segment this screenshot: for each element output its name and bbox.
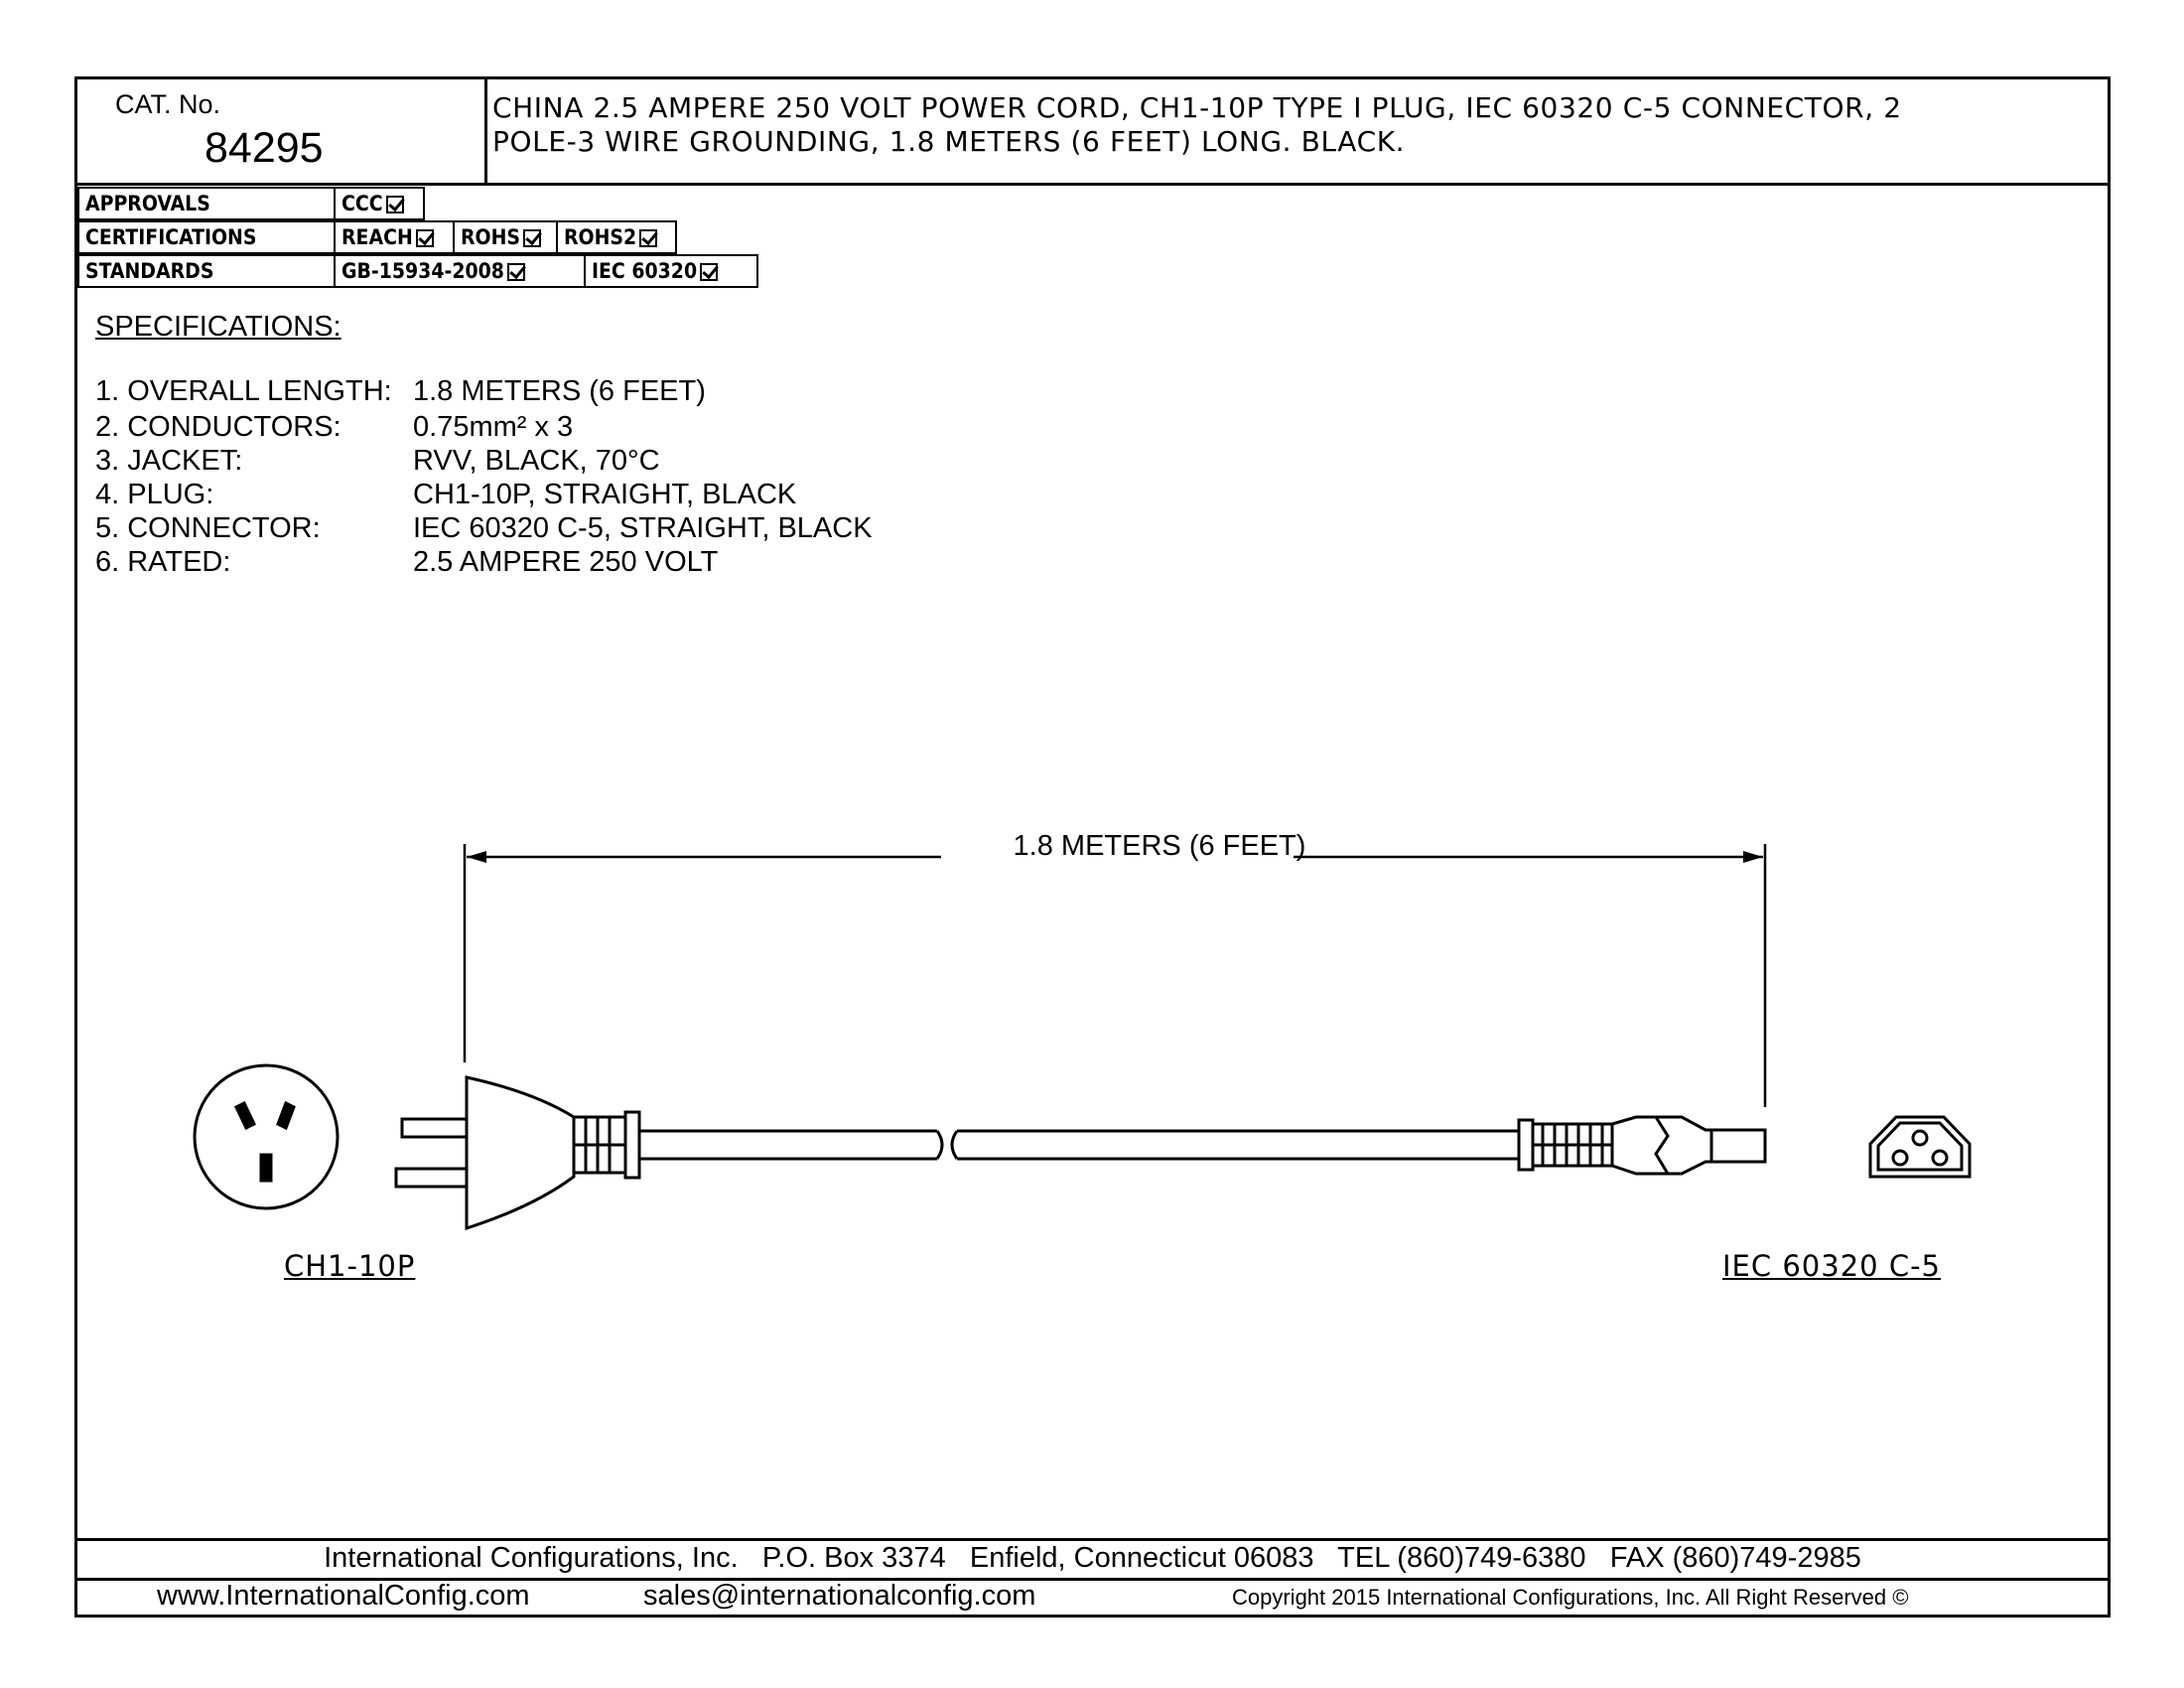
- website-link[interactable]: www.InternationalConfig.com: [157, 1580, 530, 1612]
- standard-gb: GB-15934-2008: [334, 254, 586, 288]
- cert-reach: REACH: [334, 220, 455, 254]
- plug-face-icon: [193, 1063, 340, 1210]
- approval-ccc: CCC: [334, 187, 425, 220]
- cert-rohs2: ROHS2: [556, 220, 677, 254]
- header-divider: [484, 79, 487, 184]
- cable: [639, 1129, 1519, 1161]
- spec-row: 4. PLUG: CH1-10P, STRAIGHT, BLACK: [95, 479, 796, 511]
- dimension-label: 1.8 METERS (6 FEET): [951, 830, 1368, 863]
- cert-rohs2-text: ROHS2: [564, 225, 637, 249]
- approval-ccc-text: CCC: [341, 192, 383, 215]
- cert-reach-text: REACH: [341, 225, 413, 249]
- checkbox-icon: [415, 229, 434, 247]
- approvals-label: APPROVALS: [77, 187, 336, 220]
- spec-row: 2. CONDUCTORS: 0.75mm² x 3: [95, 411, 573, 444]
- spec-value: 1.8 METERS (6 FEET): [413, 375, 706, 407]
- checkbox-icon: [506, 263, 525, 281]
- spec-label: 3. JACKET:: [95, 445, 243, 477]
- arrow-right-icon: [1743, 851, 1763, 863]
- description-line-2: POLE-3 WIRE GROUNDING, 1.8 METERS (6 FEE…: [492, 125, 1406, 158]
- standard-iec-text: IEC 60320: [592, 259, 698, 283]
- dimension-line: [463, 844, 1767, 1107]
- spec-label: 5. CONNECTOR:: [95, 512, 321, 544]
- spec-label: 6. RATED:: [95, 546, 231, 578]
- cat-number: 84295: [205, 124, 324, 172]
- specifications-heading: SPECIFICATIONS:: [95, 311, 341, 343]
- cert-rohs-text: ROHS: [461, 225, 521, 249]
- checkbox-icon: [639, 229, 658, 247]
- arrow-left-icon: [467, 851, 486, 863]
- standards-label: STANDARDS: [77, 254, 336, 288]
- standard-iec: IEC 60320: [584, 254, 758, 288]
- checkbox-icon: [700, 263, 719, 281]
- footer-top-rule: [77, 1538, 2108, 1541]
- cat-label: CAT. No.: [115, 89, 221, 119]
- header-bottom-rule: [77, 183, 2108, 186]
- description-line-1: CHINA 2.5 AMPERE 250 VOLT POWER CORD, CH…: [492, 91, 1902, 124]
- checkbox-icon: [385, 196, 404, 213]
- spec-row: 6. RATED: 2.5 AMPERE 250 VOLT: [95, 546, 718, 579]
- checkbox-icon: [523, 229, 542, 247]
- email-link[interactable]: sales@internationalconfig.com: [643, 1580, 1036, 1612]
- copyright: Copyright 2015 International Configurati…: [1232, 1585, 1909, 1610]
- spec-row: 3. JACKET: RVV, BLACK, 70°C: [95, 445, 660, 478]
- spec-row: 1. OVERALL LENGTH: 1.8 METERS (6 FEET): [95, 375, 706, 408]
- cert-rohs: ROHS: [453, 220, 558, 254]
- plug-body: [394, 1075, 641, 1231]
- connector-body: [1517, 1115, 1767, 1176]
- spec-value: 2.5 AMPERE 250 VOLT: [413, 546, 719, 578]
- drawing-sheet: CAT. No. 84295 CHINA 2.5 AMPERE 250 VOLT…: [74, 76, 2111, 1618]
- cord-drawing: [193, 844, 1972, 1231]
- spec-row: 5. CONNECTOR: IEC 60320 C-5, STRAIGHT, B…: [95, 512, 873, 545]
- plug-label: CH1-10P: [284, 1249, 416, 1283]
- certifications-label: CERTIFICATIONS: [77, 220, 336, 254]
- spec-value: 0.75mm² x 3: [413, 411, 574, 443]
- footer-middle-rule: [77, 1578, 2108, 1581]
- spec-value: IEC 60320 C-5, STRAIGHT, BLACK: [413, 512, 873, 544]
- spec-label: 2. CONDUCTORS:: [95, 411, 341, 443]
- spec-label: 4. PLUG:: [95, 479, 214, 510]
- company-address: International Configurations, Inc. P.O. …: [324, 1542, 1861, 1574]
- connector-face-icon: [1868, 1115, 1972, 1179]
- spec-value: RVV, BLACK, 70°C: [413, 445, 660, 477]
- spec-value: CH1-10P, STRAIGHT, BLACK: [413, 479, 797, 510]
- connector-label: IEC 60320 C-5: [1722, 1249, 1941, 1283]
- standard-gb-text: GB-15934-2008: [341, 259, 504, 283]
- spec-label: 1. OVERALL LENGTH:: [95, 375, 392, 407]
